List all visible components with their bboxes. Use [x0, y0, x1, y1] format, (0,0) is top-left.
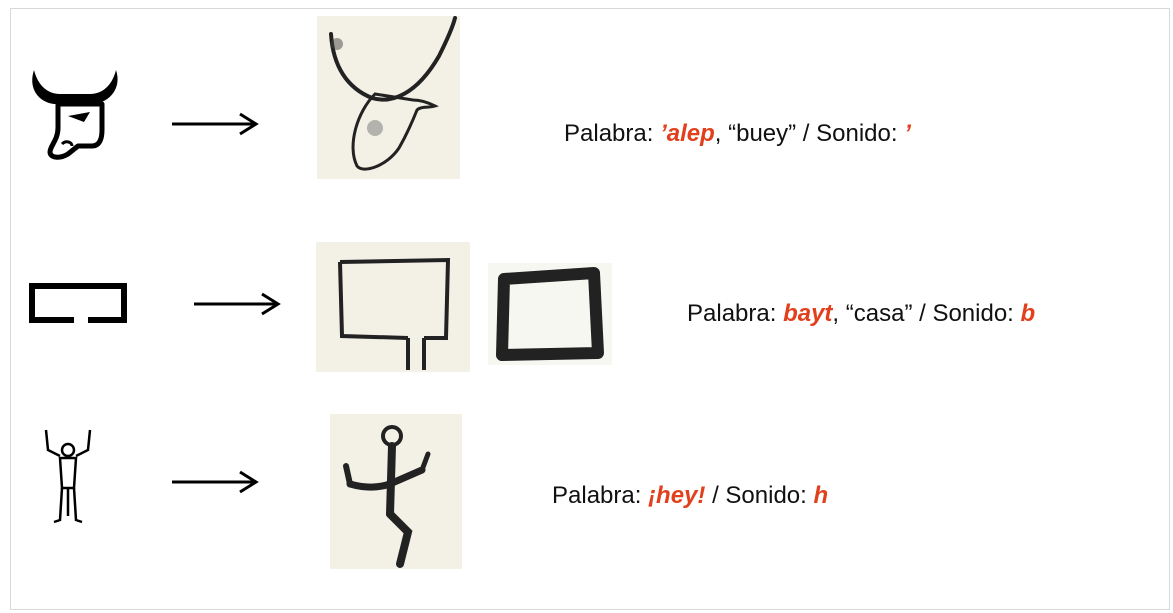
ox-head-icon	[32, 70, 118, 160]
caption-bayt: Palabra: bayt, “casa” / Sonido: b	[687, 300, 1035, 328]
caption-prefix: Palabra:	[564, 120, 661, 147]
caption-middle: , “casa” / Sonido:	[832, 300, 1021, 327]
arrow-right-icon	[172, 112, 259, 136]
caption-hey: Palabra: ¡hey! / Sonido: h	[552, 482, 828, 510]
proto-sinaitic-man-sketch	[330, 414, 462, 569]
caption-word: bayt	[783, 300, 833, 327]
caption-middle: , “buey” / Sonido:	[714, 120, 905, 147]
proto-sinaitic-square-sketch	[488, 263, 612, 365]
proto-sinaitic-square-icon	[496, 267, 604, 361]
caption-alep: Palabra: ’alep, “buey” / Sonido: ’	[564, 120, 911, 148]
caption-sound: h	[813, 482, 829, 509]
proto-sinaitic-house-icon	[338, 257, 451, 370]
house-plan-icon	[29, 283, 127, 323]
proto-sinaitic-ox-head-sketch	[317, 16, 460, 179]
caption-middle: / Sonido:	[705, 482, 814, 509]
proto-sinaitic-man-icon	[343, 425, 431, 568]
caption-word: ’alep	[660, 120, 715, 147]
caption-prefix: Palabra:	[552, 482, 649, 509]
caption-prefix: Palabra:	[687, 300, 784, 327]
proto-sinaitic-ox-head-icon	[329, 16, 457, 171]
caption-sound: ’	[904, 120, 911, 147]
proto-sinaitic-house-sketch	[316, 242, 470, 372]
caption-word: ¡hey!	[648, 482, 706, 509]
rejoicing-man-icon	[44, 429, 92, 524]
arrow-right-icon	[172, 470, 259, 494]
caption-sound: b	[1020, 300, 1036, 327]
arrow-right-icon	[194, 292, 281, 316]
